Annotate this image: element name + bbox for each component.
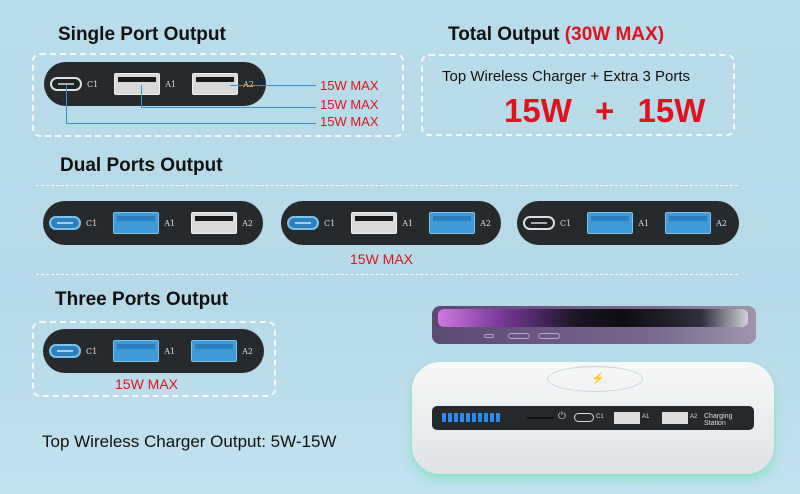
total-output-subtitle: Top Wireless Charger + Extra 3 Ports [442,68,691,85]
dual-ports-limit: 15W MAX [350,251,414,267]
dual-combo-2: C1 A1 A2 [281,201,501,245]
three-ports-strip: C1 A1 A2 [43,329,264,373]
limit-a2: 15W MAX [320,114,379,129]
divider [36,185,738,186]
usb-c-port-icon [287,216,319,230]
total-output-box [421,54,735,136]
phone-screen [438,309,748,327]
usb-c-port-icon [49,216,81,230]
port-label: C1 [87,79,99,89]
port-label: C1 [596,414,604,420]
three-ports-box [32,321,276,397]
usb-a-port-icon [114,73,161,95]
station-front-panel: ⏻ C1 A1 A2 Charging Station [432,406,754,430]
connector-line [141,107,316,108]
charging-station: ⚡ ⏻ C1 A1 A2 Charging Station [412,362,774,474]
single-port-title: Single Port Output [58,24,226,45]
port-label: C1 [324,218,336,228]
battery-level-indicator [442,413,500,422]
total-output-formula: 15W + 15W [504,92,705,130]
station-label: Charging Station [704,413,733,427]
power-icon[interactable]: ⏻ [558,411,566,422]
port-label: A1 [164,218,176,228]
port-label: C1 [86,218,98,228]
port-label: A2 [242,346,253,356]
dual-combo-3: C1 A1 A2 [517,201,739,245]
usb-a-port-icon [113,340,160,362]
port-label: A1 [642,414,650,420]
phone-button [484,334,494,338]
usb-c-port-icon [523,216,555,230]
port-label: A1 [638,218,650,228]
wireless-output-caption: Top Wireless Charger Output: 5W-15W [42,432,337,451]
port-label: A1 [402,218,414,228]
limit-c1: 15W MAX [320,78,379,93]
dual-combo-1: C1 A1 A2 [43,201,263,245]
port-label: A2 [242,218,253,228]
port-label: A2 [243,79,254,89]
phone-button [508,333,530,339]
usb-a-port-icon [191,212,238,234]
wireless-pad: ⚡ [547,366,643,392]
port-label: A1 [164,346,176,356]
power-slot [527,417,553,419]
usb-c-port-icon [49,344,81,358]
port-label: A2 [690,414,698,420]
usb-a-port-icon [113,212,160,234]
port-label: A2 [480,218,491,228]
usb-a-port-icon [191,340,238,362]
usb-a-port-icon [665,212,712,234]
usb-a-port-icon [587,212,634,234]
phone-image [432,306,756,344]
usb-a-port-icon [662,412,688,424]
wireless-charging-icon: ⚡ [591,373,605,385]
single-port-strip: C1 A1 A2 [44,62,266,106]
total-output-title: Total Output (30W MAX) [448,24,664,46]
usb-a-port-icon [192,73,239,95]
usb-a-port-icon [614,412,640,424]
port-label: A1 [165,79,177,89]
connector-line [141,85,142,107]
single-port-box [32,53,404,137]
connector-line [66,85,67,123]
plus-sign: + [595,92,615,129]
wireless-watts: 15W [504,92,572,129]
ports-watts: 15W [637,92,706,129]
dual-ports-title: Dual Ports Output [60,155,223,176]
usb-c-port-icon [574,413,594,422]
three-ports-title: Three Ports Output [55,289,229,310]
port-label: C1 [86,346,98,356]
usb-a-port-icon [351,212,398,234]
port-label: A2 [716,218,727,228]
usb-a-port-icon [429,212,476,234]
three-ports-limit: 15W MAX [115,376,179,392]
divider [36,274,738,275]
connector-line [66,123,316,124]
phone-button [538,333,560,339]
limit-a1: 15W MAX [320,97,379,112]
total-output-label: Total Output [448,24,560,45]
port-label: C1 [560,218,572,228]
total-output-max: (30W MAX) [564,24,665,45]
connector-line [230,85,316,86]
